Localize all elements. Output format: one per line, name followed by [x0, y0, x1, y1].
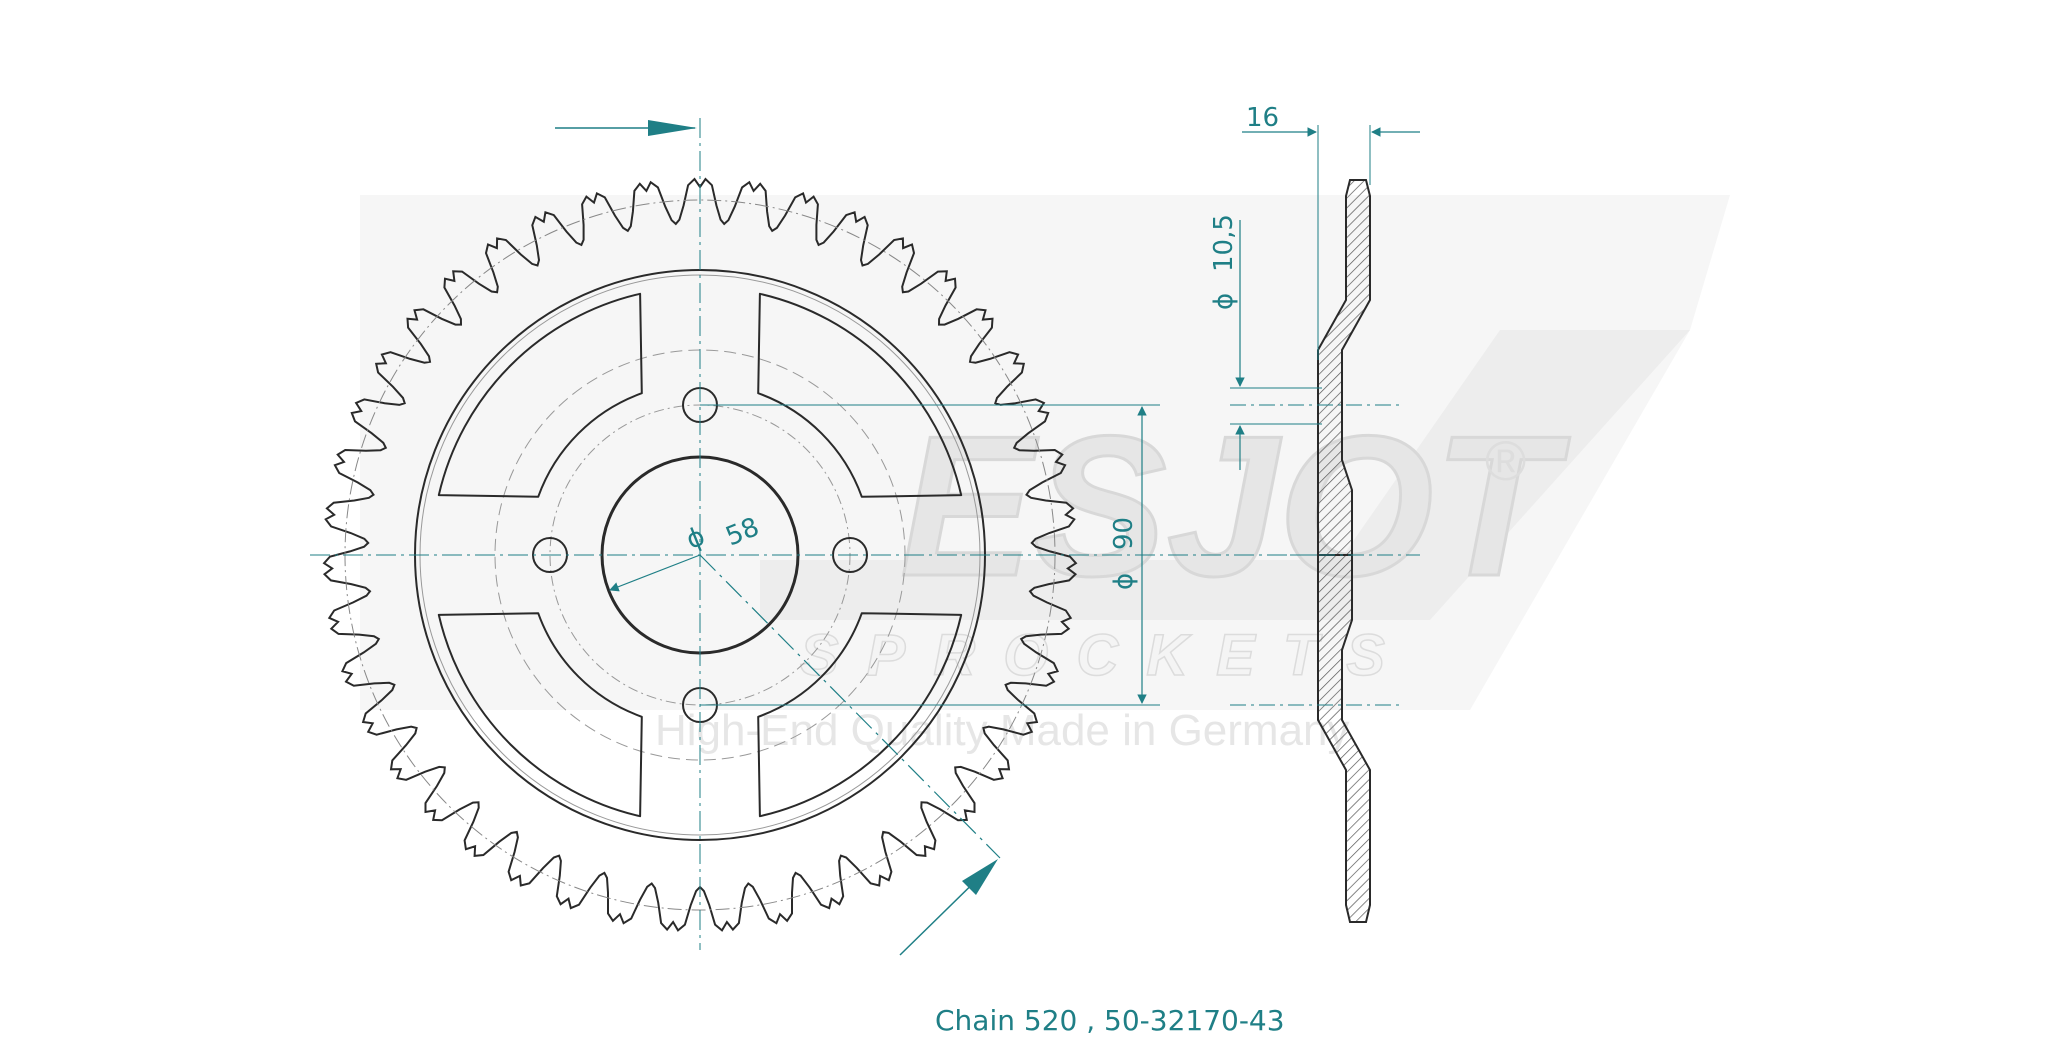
- side-view-dimensions: 16 ϕ 10,5: [1209, 103, 1420, 470]
- sprocket-side-view: [1230, 179, 1420, 923]
- bolt-circle-dimension-value: 90: [1109, 517, 1139, 550]
- section-arrow-head: [962, 859, 998, 895]
- thickness-dimension-value: 16: [1246, 103, 1279, 133]
- cutout-window: [437, 292, 643, 498]
- part-caption: Chain 520 , 50-32170-43: [935, 1004, 1285, 1037]
- watermark: ESJOT ® SPROCKETS High-End Quality Made …: [360, 195, 1730, 755]
- bolt-hole-dimension-value: 10,5: [1209, 214, 1239, 272]
- bolt-circle-diameter-symbol: ϕ: [1109, 573, 1139, 590]
- watermark-tagline: High-End Quality Made in Germany: [655, 706, 1350, 755]
- watermark-brand-text: ESJOT: [900, 395, 1571, 618]
- cutout-window: [437, 612, 643, 818]
- watermark-sub-text: SPROCKETS: [800, 623, 1413, 688]
- side-profile-upper: [1317, 179, 1371, 556]
- side-profile-lower: [1317, 554, 1371, 923]
- cutout-window: [757, 292, 963, 498]
- watermark-swoosh: [760, 330, 1690, 620]
- view-arrow-head: [648, 120, 697, 136]
- bolt-hole-diameter-symbol: ϕ: [1209, 293, 1239, 310]
- cutout-window: [757, 612, 963, 818]
- bore-dimension-line: [609, 554, 701, 592]
- section-cut-line: [699, 554, 1001, 859]
- watermark-registered-mark: ®: [1485, 429, 1526, 492]
- lightening-cutouts: [437, 292, 963, 818]
